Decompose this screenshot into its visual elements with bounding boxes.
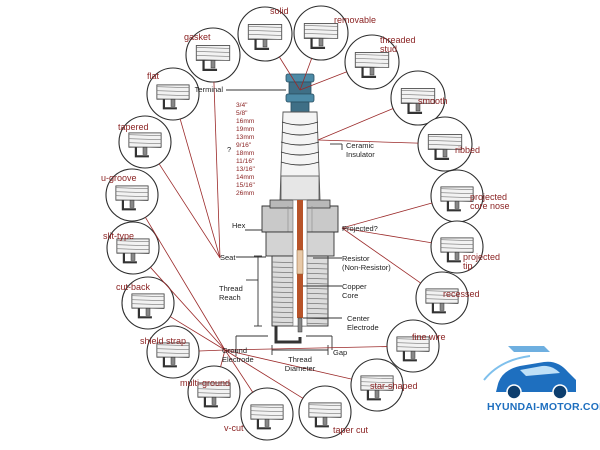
variant-label-multi-ground: multi-ground — [180, 378, 230, 388]
resistor-label: Resistor(Non-Resistor) — [342, 254, 391, 272]
variant-label-flat: flat — [147, 71, 160, 81]
hex-size-0: 3/4" — [236, 102, 248, 109]
hex-size-6: 18mm — [236, 150, 255, 157]
hex-size-1: 5/8" — [236, 110, 248, 117]
thread-diameter-label: ThreadDiameter — [285, 355, 316, 373]
variant-label-v-cut: v-cut — [224, 423, 244, 433]
variant-label-fine-wire: fine wire — [412, 332, 446, 342]
variant-multi-ground — [188, 366, 240, 418]
variant-label-slit-type: slit-type — [103, 231, 134, 241]
hex-size-7: 11/16" — [236, 158, 255, 165]
terminal-label: Terminal — [195, 85, 224, 94]
variant-shield-strap — [147, 326, 199, 378]
hex-size-8: 13/16" — [236, 166, 256, 173]
leader-smooth — [318, 108, 393, 140]
variant-label-smooth: smooth — [418, 96, 448, 106]
hex-size-3: 19mm — [236, 126, 255, 133]
hex-question-mark: ? — [227, 145, 231, 154]
leader-fine-wire — [225, 347, 387, 350]
variant-v-cut — [241, 388, 293, 440]
hex-size-9: 14mm — [236, 174, 255, 181]
spark-plug — [262, 74, 338, 342]
hex-size-5: 9/16" — [236, 142, 252, 149]
variant-label-ribbed: ribbed — [455, 145, 480, 155]
leader-gasket — [214, 82, 220, 258]
variant-label-tapered: tapered — [118, 122, 149, 132]
hex-size-4: 13mm — [236, 134, 255, 141]
watermark-text: HYUNDAI-MOTOR.COM.VN — [487, 401, 600, 413]
variant-projected-tip — [431, 221, 483, 273]
variant-label-shield-strap: shield strap — [140, 336, 186, 346]
variant-label-solid: solid — [270, 6, 289, 16]
variant-label-taper-cut: taper cut — [333, 425, 369, 435]
variant-fine-wire — [387, 320, 439, 372]
hex-label: Hex — [232, 221, 246, 230]
projected-label: Projected? — [342, 224, 378, 233]
seat-label: Seat — [220, 253, 236, 262]
variant-label-star-shaped: star-shaped — [370, 381, 418, 391]
gap-label: Gap — [333, 348, 347, 357]
hex-size-10: 15/16" — [236, 182, 256, 189]
variant-label-cut-back: cut-back — [116, 282, 151, 292]
variant-ribbed — [418, 117, 472, 171]
variant-label-u-groove: u-groove — [101, 173, 137, 183]
variant-label-gasket: gasket — [184, 32, 211, 42]
variant-label-removable: removable — [334, 15, 376, 25]
variant-slit-type — [107, 222, 159, 274]
center-electrode — [298, 318, 302, 332]
leader-tapered — [159, 164, 220, 258]
ceramic-insulator — [280, 112, 320, 200]
hex-size-list: 3/4"5/8"16mm19mm13mm9/16"18mm11/16"13/16… — [236, 102, 256, 197]
resistor — [297, 250, 303, 274]
variant-label-recessed: recessed — [443, 289, 480, 299]
leader-flat — [180, 119, 220, 258]
ground-electrode — [276, 326, 300, 342]
terminal-nut — [286, 74, 314, 112]
hex-size-2: 16mm — [236, 118, 255, 125]
hex-size-11: 26mm — [236, 190, 255, 197]
